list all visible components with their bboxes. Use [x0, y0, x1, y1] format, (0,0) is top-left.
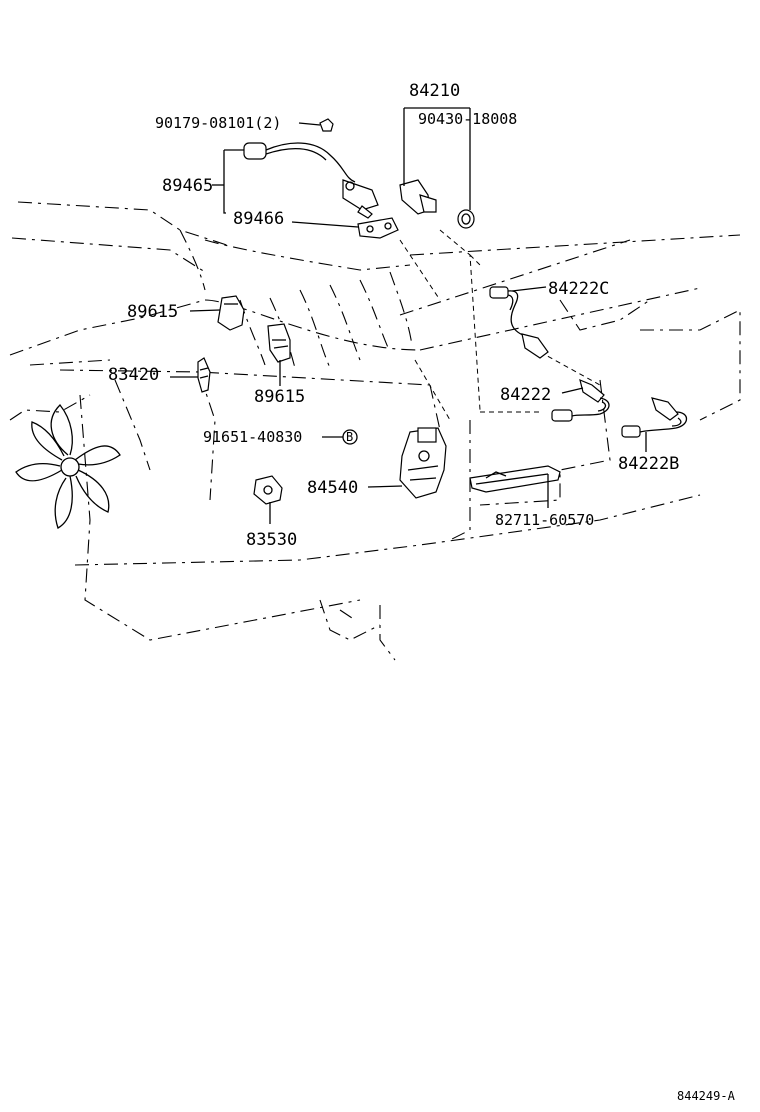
- reference-number: 844249-A: [677, 1089, 736, 1103]
- sensor-84222b-icon: [621, 397, 688, 438]
- label-84210: 84210: [409, 81, 460, 101]
- nut-90179-icon: [319, 118, 334, 132]
- oxygen-sensor-89465-icon: [243, 142, 379, 219]
- sensor-84222-icon: [551, 378, 610, 422]
- switch-83530-icon: [253, 475, 283, 505]
- label-84222c: 84222C: [548, 279, 609, 299]
- label-83420: 83420: [108, 365, 159, 385]
- sensor-89615-b-icon: [267, 323, 291, 363]
- switch-84540-icon: [399, 427, 447, 499]
- label-89465: 89465: [162, 176, 213, 196]
- sensor-89615-a-icon: [217, 295, 245, 331]
- switch-84210-icon: [399, 179, 437, 215]
- label-82711: 82711-60570: [495, 511, 594, 529]
- label-89466: 89466: [233, 209, 284, 229]
- engine-outline: [9, 201, 741, 661]
- part-labels: 84210 90179-08101(2) 90430-18008 89465 8…: [108, 81, 679, 550]
- sensor-84222c-icon: [489, 286, 549, 359]
- label-91651: 91651-40830: [203, 428, 302, 446]
- leader-lines: [170, 107, 647, 524]
- label-90430: 90430-18008: [418, 110, 517, 128]
- label-89615-b: 89615: [254, 387, 305, 407]
- sender-83420-icon: [197, 357, 211, 393]
- gasket-89466-icon: [357, 217, 399, 239]
- circle-marker-label: B: [346, 430, 353, 444]
- label-89615-a: 89615: [127, 302, 178, 322]
- bolt-91651-marker: B: [342, 429, 358, 445]
- intake-manifold: [179, 229, 421, 369]
- label-83530: 83530: [246, 530, 297, 550]
- label-84222b: 84222B: [618, 454, 679, 474]
- label-84540: 84540: [307, 478, 358, 498]
- bracket-82711-icon: [469, 465, 561, 493]
- gasket-ring-90430-icon: [457, 209, 475, 229]
- fan-icon: [15, 404, 121, 529]
- label-90179: 90179-08101(2): [155, 114, 281, 132]
- label-84222: 84222: [500, 385, 551, 405]
